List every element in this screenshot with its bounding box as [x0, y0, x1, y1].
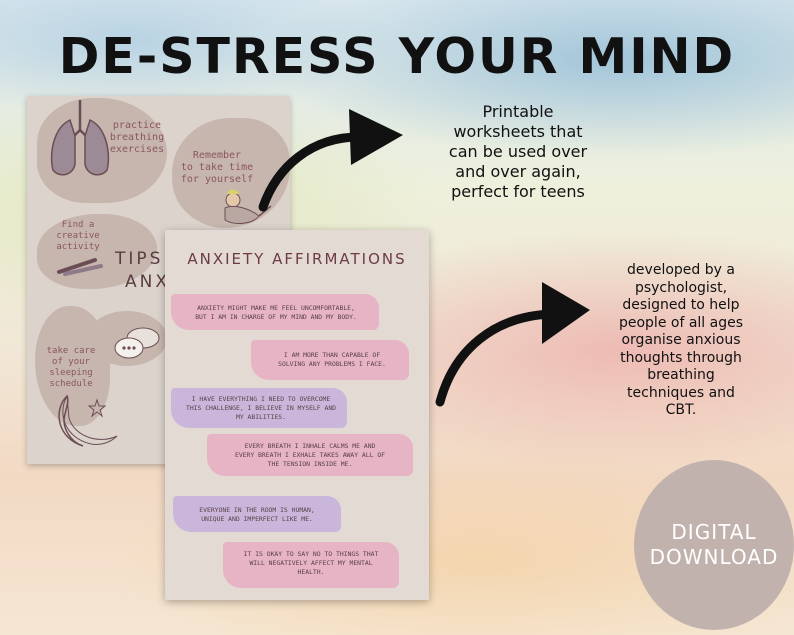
caption-line: developed by a	[627, 262, 735, 278]
affirmation-line: UNIQUE AND IMPERFECT LIKE ME.	[201, 515, 313, 523]
caption-printable: Printable worksheets that can be used ov…	[408, 102, 628, 202]
brush-stroke	[171, 294, 379, 330]
caption-line: techniques and	[627, 384, 735, 401]
crayons-icon	[57, 258, 103, 276]
tip-time-line: to take time	[180, 162, 254, 173]
brush-stroke	[251, 340, 409, 380]
caption-line: psychologist,	[634, 279, 728, 296]
affirmation-line: I HAVE EVERYTHING I NEED TO OVERCOME	[191, 395, 331, 403]
tip-time-line: Remember	[192, 150, 242, 161]
tips-title-line: TIPS	[115, 249, 164, 269]
caption-line: organise anxious	[621, 332, 741, 348]
affirmation-line: THE TENSION INSIDE ME.	[267, 460, 353, 468]
tip-creative-line: Find a	[61, 220, 95, 230]
tip-sleep-line: sleeping	[49, 368, 93, 378]
tip-sleep-line: schedule	[49, 379, 93, 389]
digital-download-badge	[634, 460, 794, 630]
brush-stroke	[207, 434, 413, 476]
brush-stroke	[173, 496, 341, 532]
brush-stroke	[171, 388, 347, 428]
affirmation-line: EVERY BREATH I EXHALE TAKES AWAY ALL OF	[234, 451, 386, 459]
caption-psychologist: developed by a psychologist, designed to…	[586, 262, 776, 420]
brush-stroke	[223, 542, 399, 588]
tips-title-line: ANX	[125, 272, 170, 292]
affirmation-line: WILL NEGATIVELY AFFECT MY MENTAL	[249, 559, 373, 567]
arrow-top-icon	[258, 109, 403, 212]
affirmation-line: BUT I AM IN CHARGE OF MY MIND AND MY BOD…	[195, 313, 357, 321]
lungs-icon	[50, 100, 110, 176]
digital-download-label: DIGITAL DOWNLOAD	[634, 520, 794, 570]
caption-line: can be used over	[448, 142, 588, 161]
affirmation-line: THIS CHALLENGE, I BELIEVE IN MYSELF AND	[185, 404, 337, 412]
tip-time-line: for yourself	[180, 174, 254, 185]
tip-breathing-line: practice	[112, 120, 162, 131]
affirmation-line: I AM MORE THAN CAPABLE OF	[283, 351, 381, 359]
tip-sleep-line: take care	[46, 346, 96, 356]
affirmation-line: ANXIETY MIGHT MAKE ME FEEL UNCOMFORTABLE…	[197, 304, 355, 312]
caption-line: perfect for teens	[451, 182, 585, 201]
caption-line: Printable	[482, 102, 554, 121]
tip-creative-line: creative	[56, 231, 100, 241]
caption-line: breathing	[647, 367, 715, 383]
affirmations-title: ANXIETY AFFIRMATIONS	[187, 250, 407, 268]
tip-sleep-line: of your	[52, 357, 90, 367]
affirmation-line: MY ABILITIES.	[235, 413, 287, 421]
badge-line: DIGITAL	[671, 520, 757, 544]
badge-line: DOWNLOAD	[649, 545, 779, 569]
caption-line: worksheets that	[453, 122, 583, 141]
tip-creative-line: activity	[56, 242, 100, 252]
affirmation-line: HEALTH.	[297, 568, 325, 576]
moon-star-icon	[58, 394, 118, 447]
arrow-bottom-icon	[435, 282, 590, 407]
relaxing-person-icon	[224, 189, 272, 224]
affirmation-line: SOLVING ANY PROBLEMS I FACE.	[278, 360, 386, 368]
affirmation-line: IT IS OKAY TO SAY NO TO THINGS THAT	[243, 550, 379, 558]
caption-line: people of all ages	[618, 314, 744, 331]
caption-line: and over again,	[455, 162, 581, 181]
page-headline: DE-STRESS YOUR MIND	[58, 28, 736, 85]
affirmations-worksheet: ANXIETY AFFIRMATIONS ANXIETY MIGHT MAKE …	[165, 230, 429, 600]
affirmation-line: EVERYONE IN THE ROOM IS HUMAN,	[199, 506, 315, 514]
caption-line: designed to help	[622, 297, 740, 313]
tip-breathing-line: breathing	[109, 132, 165, 143]
affirmation-line: EVERY BREATH I INHALE CALMS ME AND	[244, 442, 376, 450]
creative-blob	[37, 214, 157, 289]
tip-breathing-line: exercises	[109, 144, 165, 155]
caption-line: CBT.	[665, 402, 697, 418]
caption-line: thoughts through	[620, 349, 742, 366]
chat-bubbles-icon	[114, 327, 160, 359]
